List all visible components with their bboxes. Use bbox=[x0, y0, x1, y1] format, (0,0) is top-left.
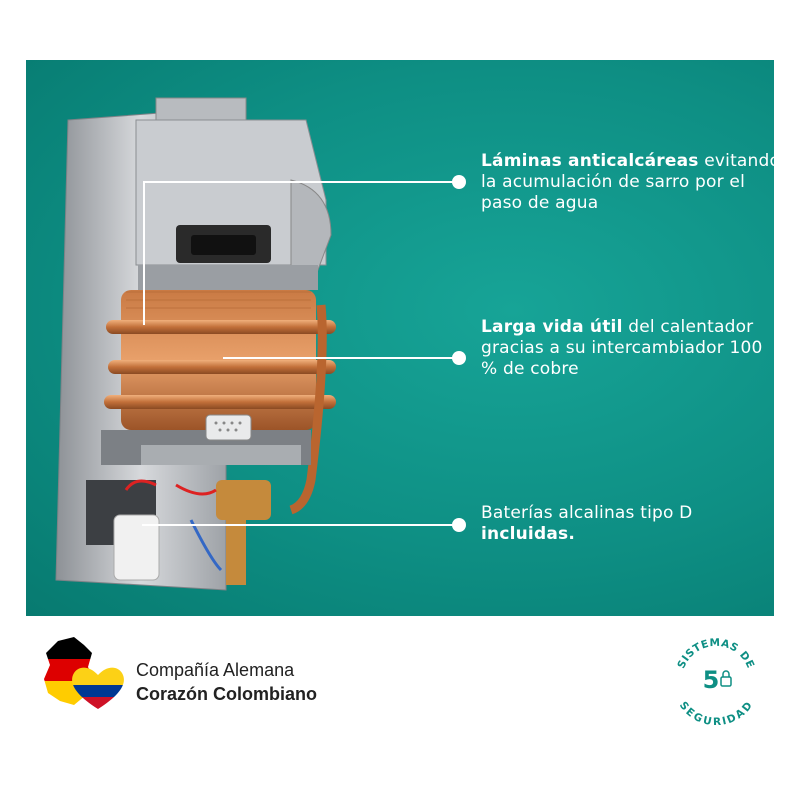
germany-colombia-emblem bbox=[44, 637, 124, 709]
callout-batteries: Baterías alcalinas tipo D incluidas. bbox=[481, 503, 774, 545]
slogan-line-2: Corazón Colombiano bbox=[136, 684, 317, 704]
callout-dot bbox=[452, 518, 466, 532]
callout-text: del calentador gracias a su intercambiad… bbox=[481, 317, 763, 379]
seal-number: 5 bbox=[703, 666, 720, 694]
water-heater-image bbox=[55, 97, 336, 591]
callout-long-life: Larga vida útil del calentador gracias a… bbox=[481, 317, 771, 380]
product-banner: Láminas anticalcáreas evitando la acumul… bbox=[26, 60, 774, 616]
callout-anticalcareous: Láminas anticalcáreas evitando la acumul… bbox=[481, 151, 774, 214]
seal-bottom-text: SEGURIDAD bbox=[677, 700, 755, 725]
callout-text: evitando la acumulación de sarro por el … bbox=[481, 151, 774, 213]
callout-text: Baterías alcalinas tipo D bbox=[481, 503, 693, 523]
footer-slogan: Compañía Alemana Corazón Colombiano bbox=[136, 658, 317, 706]
callout-title: Larga vida útil bbox=[481, 317, 623, 337]
slogan-line-1: Compañía Alemana bbox=[136, 660, 295, 680]
colombia-heart-icon bbox=[72, 667, 124, 709]
callout-dot bbox=[452, 175, 466, 189]
callout-title: Láminas anticalcáreas bbox=[481, 151, 699, 171]
safety-systems-seal: SISTEMAS DE SEGURIDAD 5 bbox=[675, 637, 756, 725]
callout-dot bbox=[452, 351, 466, 365]
callout-leader-lines bbox=[142, 175, 466, 532]
lock-icon bbox=[720, 670, 732, 687]
callout-title: incluidas. bbox=[481, 524, 575, 544]
